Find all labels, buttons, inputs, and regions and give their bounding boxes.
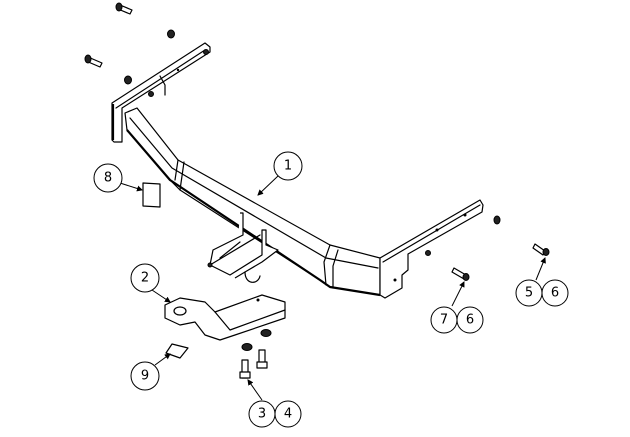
balloon-8: 8	[93, 163, 123, 193]
svg-text:8: 8	[104, 171, 112, 186]
washer-right	[493, 215, 501, 225]
balloon-2: 2	[130, 263, 160, 293]
svg-text:7: 7	[440, 313, 448, 328]
bolt-4	[256, 349, 268, 369]
bolt-right	[532, 243, 550, 256]
svg-text:2: 2	[141, 271, 149, 286]
washer-left	[124, 75, 132, 85]
balloon-6-b: 6	[541, 279, 569, 307]
bolt-top-left	[115, 2, 133, 15]
bolt-mid-right	[451, 267, 470, 281]
balloon-4: 4	[274, 400, 302, 428]
svg-text:5: 5	[525, 286, 533, 301]
bolt-left	[84, 54, 103, 68]
balloon-1: 1	[273, 151, 303, 181]
crossbar-part-1	[111, 42, 484, 299]
ball-mount-part-2	[164, 294, 286, 341]
svg-text:1: 1	[284, 159, 292, 174]
balloon-6-a: 6	[456, 306, 484, 334]
washer-top	[167, 29, 175, 39]
balloon-3: 3	[248, 400, 276, 428]
washer-3	[260, 329, 272, 337]
bolt-3	[239, 359, 251, 379]
balloon-5: 5	[515, 279, 543, 307]
svg-text:6: 6	[551, 286, 559, 301]
svg-text:9: 9	[141, 369, 149, 384]
washer-4	[241, 343, 253, 351]
label-part-9	[165, 343, 189, 359]
svg-text:3: 3	[258, 407, 266, 422]
label-part-8	[142, 182, 161, 208]
balloon-7: 7	[430, 306, 458, 334]
balloon-9: 9	[130, 361, 160, 391]
svg-text:4: 4	[284, 407, 292, 422]
svg-text:6: 6	[466, 313, 474, 328]
